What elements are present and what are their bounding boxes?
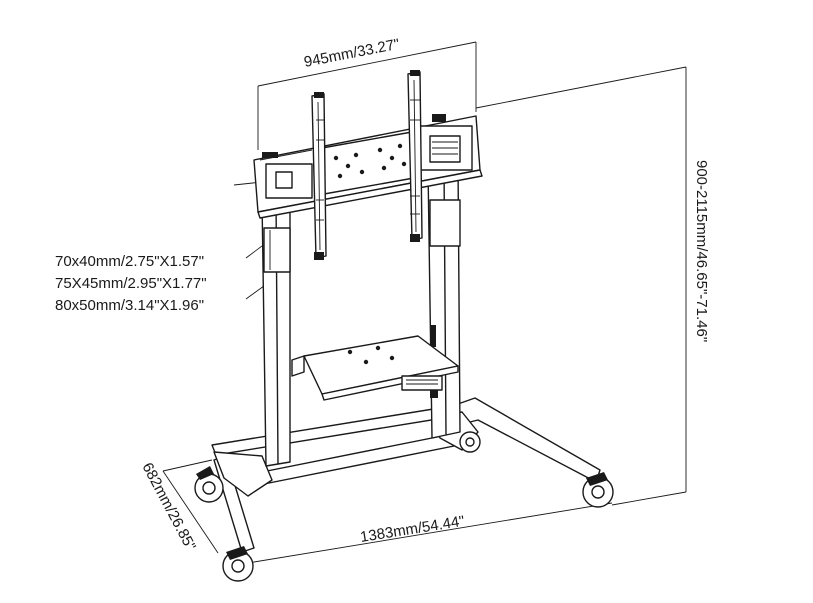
vesa-arms	[311, 70, 423, 260]
column-size-label: 80x50mm/3.14"X1.96"	[55, 297, 204, 314]
height-label: 900-2115mm/46.65"-71.46"	[693, 160, 710, 342]
column-size-label: 75X45mm/2.95"X1.77"	[55, 275, 207, 292]
shelf	[291, 335, 459, 401]
column-size-label: 70x40mm/2.75"X1.57"	[55, 253, 204, 270]
width-label: 945mm/33.27"	[303, 36, 402, 71]
base-width-label: 1383mm/54.44"	[359, 513, 466, 546]
mounting-plate	[253, 114, 483, 219]
caster-wheel	[194, 466, 224, 503]
caster-wheels	[194, 431, 614, 582]
depth-label: 682mm/26.85"	[138, 460, 199, 554]
caster-wheel	[459, 431, 481, 453]
caster-wheel	[222, 546, 254, 582]
dimension-lines	[162, 41, 687, 564]
caster-wheel	[582, 472, 614, 508]
